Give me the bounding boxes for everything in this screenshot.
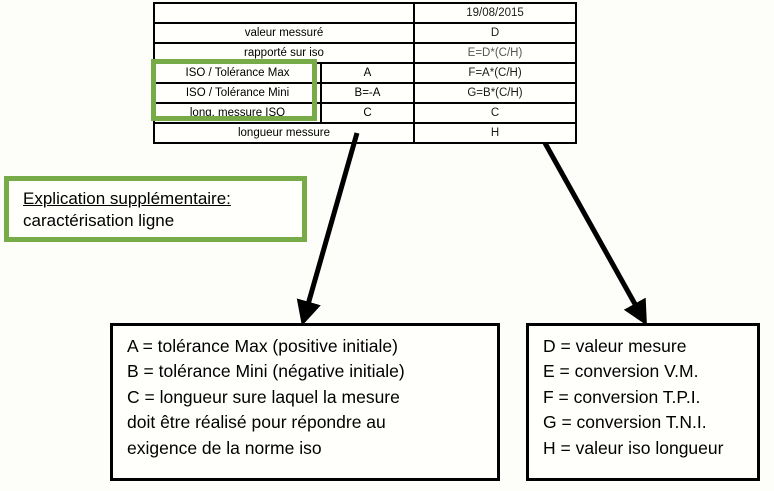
cell-label: longueur messure [153,122,415,144]
legend-line: E = conversion V.M. [543,361,699,382]
cell-value: D [413,22,577,44]
legend-box-abc: A = tolérance Max (positive initiale) B … [110,323,500,481]
explanation-title: Explication supplémentaire: [23,189,231,208]
table-row: ISO / Tolérance Mini B=-A G=B*(C/H) [153,82,577,104]
legend-line: exigence de la norme iso [127,437,322,458]
legend-line: H = valeur iso longueur [543,437,724,458]
legend-line: doit être réalisé pour répondre au [127,412,386,433]
legend-line: C = longueur sure laquel la mesure [127,386,400,407]
cell-code: C [320,102,415,124]
cell-label: ISO / Tolérance Max [153,62,322,84]
cell-value: E=D*(C/H) [413,42,577,64]
table-row: valeur messuré D [153,22,577,44]
cell-value: G=B*(C/H) [413,82,577,104]
cell-label: rapporté sur iso [153,42,415,64]
cell-value: F=A*(C/H) [413,62,577,84]
table-row: 19/08/2015 [153,2,577,24]
cell-value: C [413,102,577,124]
measurement-table: 19/08/2015 valeur messuré D rapporté sur… [153,2,577,144]
table-row: longueur messure H [153,122,577,144]
legend-box-defgh: D = valeur mesure E = conversion V.M. F … [526,323,760,481]
measurement-table-body: 19/08/2015 valeur messuré D rapporté sur… [153,2,577,144]
cell-label [153,2,415,24]
legend-line: G = conversion T.N.I. [543,412,707,433]
cell-code: A [320,62,415,84]
table-row: rapporté sur iso E=D*(C/H) [153,42,577,64]
cell-code: B=-A [320,82,415,104]
cell-label: valeur messuré [153,22,415,44]
explanation-subtitle: caractérisation ligne [23,211,175,231]
table-row: long. messure ISO C C [153,102,577,124]
arrow-to-right-legend-icon [542,141,647,326]
explanation-box: Explication supplémentaire: caractérisat… [4,176,307,242]
arrow-to-left-legend-icon [296,132,360,326]
legend-line: B = tolérance Mini (négative initiale) [127,361,405,382]
cell-value-date: 19/08/2015 [413,2,577,24]
cell-value: H [413,122,577,144]
legend-line: A = tolérance Max (positive initiale) [127,336,398,356]
table-row: ISO / Tolérance Max A F=A*(C/H) [153,62,577,84]
legend-line: F = conversion T.P.I. [543,386,701,407]
cell-label: long. messure ISO [153,102,322,124]
legend-line: D = valeur mesure [543,336,687,356]
cell-label: ISO / Tolérance Mini [153,82,322,104]
